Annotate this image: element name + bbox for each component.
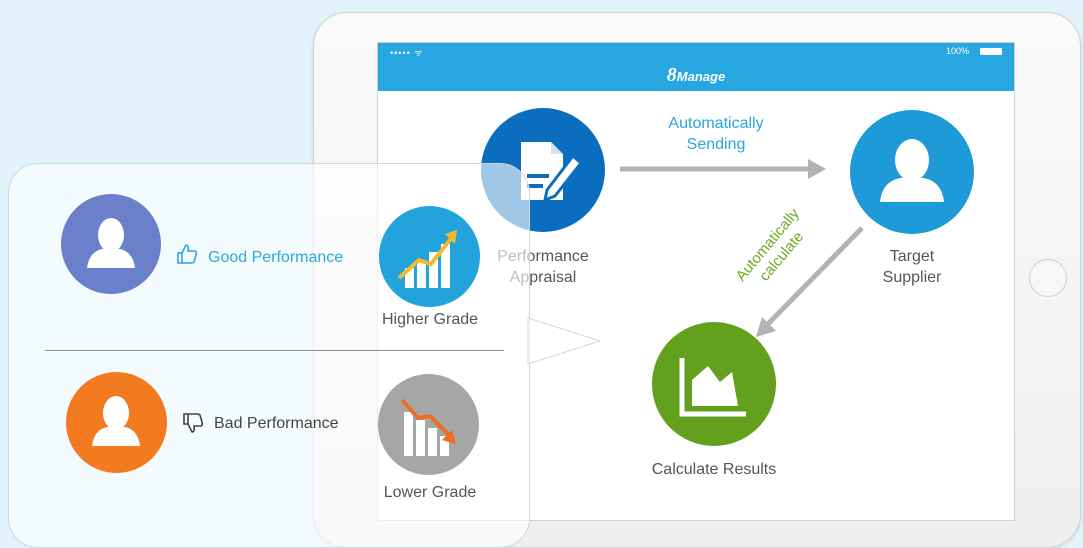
- good-performance-label: Good Performance: [208, 247, 378, 268]
- app-logo-main: 8: [666, 64, 677, 86]
- arrow-right-icon: [620, 159, 826, 179]
- area-chart-icon: [679, 358, 746, 417]
- status-bar: ••••• ᯤ 100%: [378, 43, 1014, 60]
- document-pen-icon: [521, 142, 584, 203]
- growth-chart-icon: [397, 230, 457, 288]
- arrow-down-left-icon: [756, 226, 864, 337]
- app-logo-sub: Manage: [676, 69, 726, 84]
- app-logo: 8Manage: [667, 64, 725, 86]
- home-button[interactable]: [1029, 259, 1067, 297]
- lower-grade-circle: [378, 374, 479, 475]
- good-performance-text: Good Performance: [208, 249, 344, 266]
- send-label: Automatically Sending: [636, 113, 796, 155]
- bad-performance-text: Bad Performance: [214, 415, 339, 432]
- results-circle: [652, 322, 776, 446]
- battery-percent: 100%: [945, 46, 969, 56]
- battery-icon: [980, 48, 1002, 55]
- lower-grade-text: Lower Grade: [383, 484, 477, 501]
- tablet-screen: ••••• ᯤ 100% 8Manage: [377, 42, 1015, 521]
- higher-grade-circle: [379, 206, 480, 307]
- decline-chart-icon: [400, 398, 456, 456]
- app-header: 8Manage: [378, 60, 1014, 91]
- signal-indicator: ••••• ᯤ: [390, 48, 424, 58]
- bad-person-circle: [66, 372, 167, 473]
- send-label-line1: Automatically: [668, 115, 764, 132]
- supplier-label: Target Supplier: [850, 246, 974, 288]
- thumbs-up-icon: [177, 244, 198, 264]
- person-icon: [880, 139, 944, 202]
- good-person-circle: [61, 194, 161, 294]
- person-icon: [92, 396, 140, 446]
- thumbs-down-icon: [183, 413, 204, 433]
- results-label: Calculate Results: [614, 459, 814, 480]
- results-label-text: Calculate Results: [651, 461, 777, 478]
- send-label-line2: Sending: [686, 136, 746, 153]
- higher-grade-text: Higher Grade: [381, 311, 479, 328]
- supplier-label-line2: Supplier: [882, 269, 942, 286]
- higher-grade-label: Higher Grade: [366, 309, 494, 330]
- bad-performance-label: Bad Performance: [214, 413, 374, 434]
- supplier-circle: [850, 110, 974, 234]
- supplier-label-line1: Target: [889, 248, 935, 265]
- person-icon: [87, 218, 135, 268]
- callout-divider: [45, 350, 504, 351]
- lower-grade-label: Lower Grade: [366, 482, 494, 503]
